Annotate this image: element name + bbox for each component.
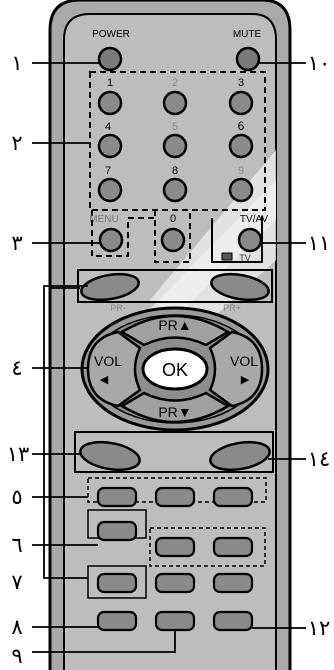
- number-key-6-label: 6: [238, 119, 245, 133]
- function-key-r4c3[interactable]: [212, 610, 254, 632]
- ok-label: OK: [162, 360, 188, 380]
- number-key-6[interactable]: [228, 133, 254, 159]
- number-key-5[interactable]: [162, 133, 188, 159]
- ok-key[interactable]: [141, 347, 209, 391]
- power-key[interactable]: [97, 46, 123, 72]
- function-key-r1c2[interactable]: [154, 486, 196, 508]
- callout-leader-lines: [32, 62, 306, 653]
- menu-label: MENU: [89, 214, 118, 225]
- right-oval-key[interactable]: [208, 438, 272, 474]
- zero-key-group: [154, 210, 191, 263]
- function-key-r2c2[interactable]: [154, 536, 196, 558]
- mute-label: MUTE: [233, 29, 262, 40]
- pr-minus-label: PR-: [110, 303, 126, 313]
- number-key-8-label: 8: [172, 165, 178, 177]
- number-key-0-label: 0: [170, 213, 176, 225]
- number-key-0[interactable]: [160, 227, 186, 253]
- number-key-1-label: 1: [107, 77, 113, 89]
- function-key-r1c3[interactable]: [212, 486, 254, 508]
- number-key-1[interactable]: [97, 90, 123, 116]
- number-key-9-label: 9: [238, 165, 244, 177]
- function-key-r4c1[interactable]: [96, 610, 138, 632]
- function-key-r2c3[interactable]: [212, 536, 254, 558]
- function-key-r3c1[interactable]: [96, 572, 138, 594]
- tv-mode-label: TV: [239, 253, 251, 263]
- mute-key[interactable]: [235, 46, 261, 72]
- menu-key[interactable]: [98, 227, 124, 253]
- number-key-3[interactable]: [228, 90, 254, 116]
- function-key-r2c1[interactable]: [96, 520, 138, 542]
- power-label: POWER: [92, 29, 130, 40]
- pr-plus-label: PR+: [223, 303, 241, 313]
- number-key-7[interactable]: [97, 177, 123, 203]
- tv-av-key[interactable]: [237, 227, 263, 253]
- number-key-4-label: 4: [105, 121, 111, 133]
- tv-av-label: TV/AV: [240, 214, 268, 225]
- number-key-4[interactable]: [97, 133, 123, 159]
- number-keys-group: [89, 71, 266, 211]
- number-key-7-label: 7: [105, 165, 111, 177]
- number-key-9[interactable]: [228, 177, 254, 203]
- function-key-r3c2[interactable]: [154, 572, 196, 594]
- vol-left-label: VOL: [94, 353, 122, 369]
- vol-right-label: VOL: [230, 353, 258, 369]
- pr-plus-key[interactable]: [209, 270, 270, 304]
- function-key-r4c2[interactable]: [154, 610, 196, 632]
- number-key-3-label: 3: [238, 77, 244, 89]
- pr-minus-key[interactable]: [79, 270, 140, 304]
- pr-up-key[interactable]: [119, 314, 231, 347]
- left-oval-key[interactable]: [78, 438, 142, 474]
- mode-keys-group: [74, 431, 274, 473]
- pr-down-key[interactable]: [119, 391, 231, 424]
- vol-right-arrow: ▶: [241, 374, 250, 386]
- number-key-5-label: 5: [172, 121, 178, 133]
- vol-right-key[interactable]: [208, 330, 264, 408]
- pr-down-label: PR▼: [158, 404, 191, 420]
- number-key-2-label: 2: [172, 77, 178, 89]
- vol-left-key[interactable]: [86, 330, 142, 408]
- function-key-r3c3[interactable]: [212, 572, 254, 594]
- pr-up-label: PR▲: [158, 317, 191, 333]
- vol-left-arrow: ◀: [100, 374, 109, 386]
- number-key-2[interactable]: [162, 90, 188, 116]
- number-key-8[interactable]: [162, 177, 188, 203]
- function-key-r1c1[interactable]: [96, 486, 138, 508]
